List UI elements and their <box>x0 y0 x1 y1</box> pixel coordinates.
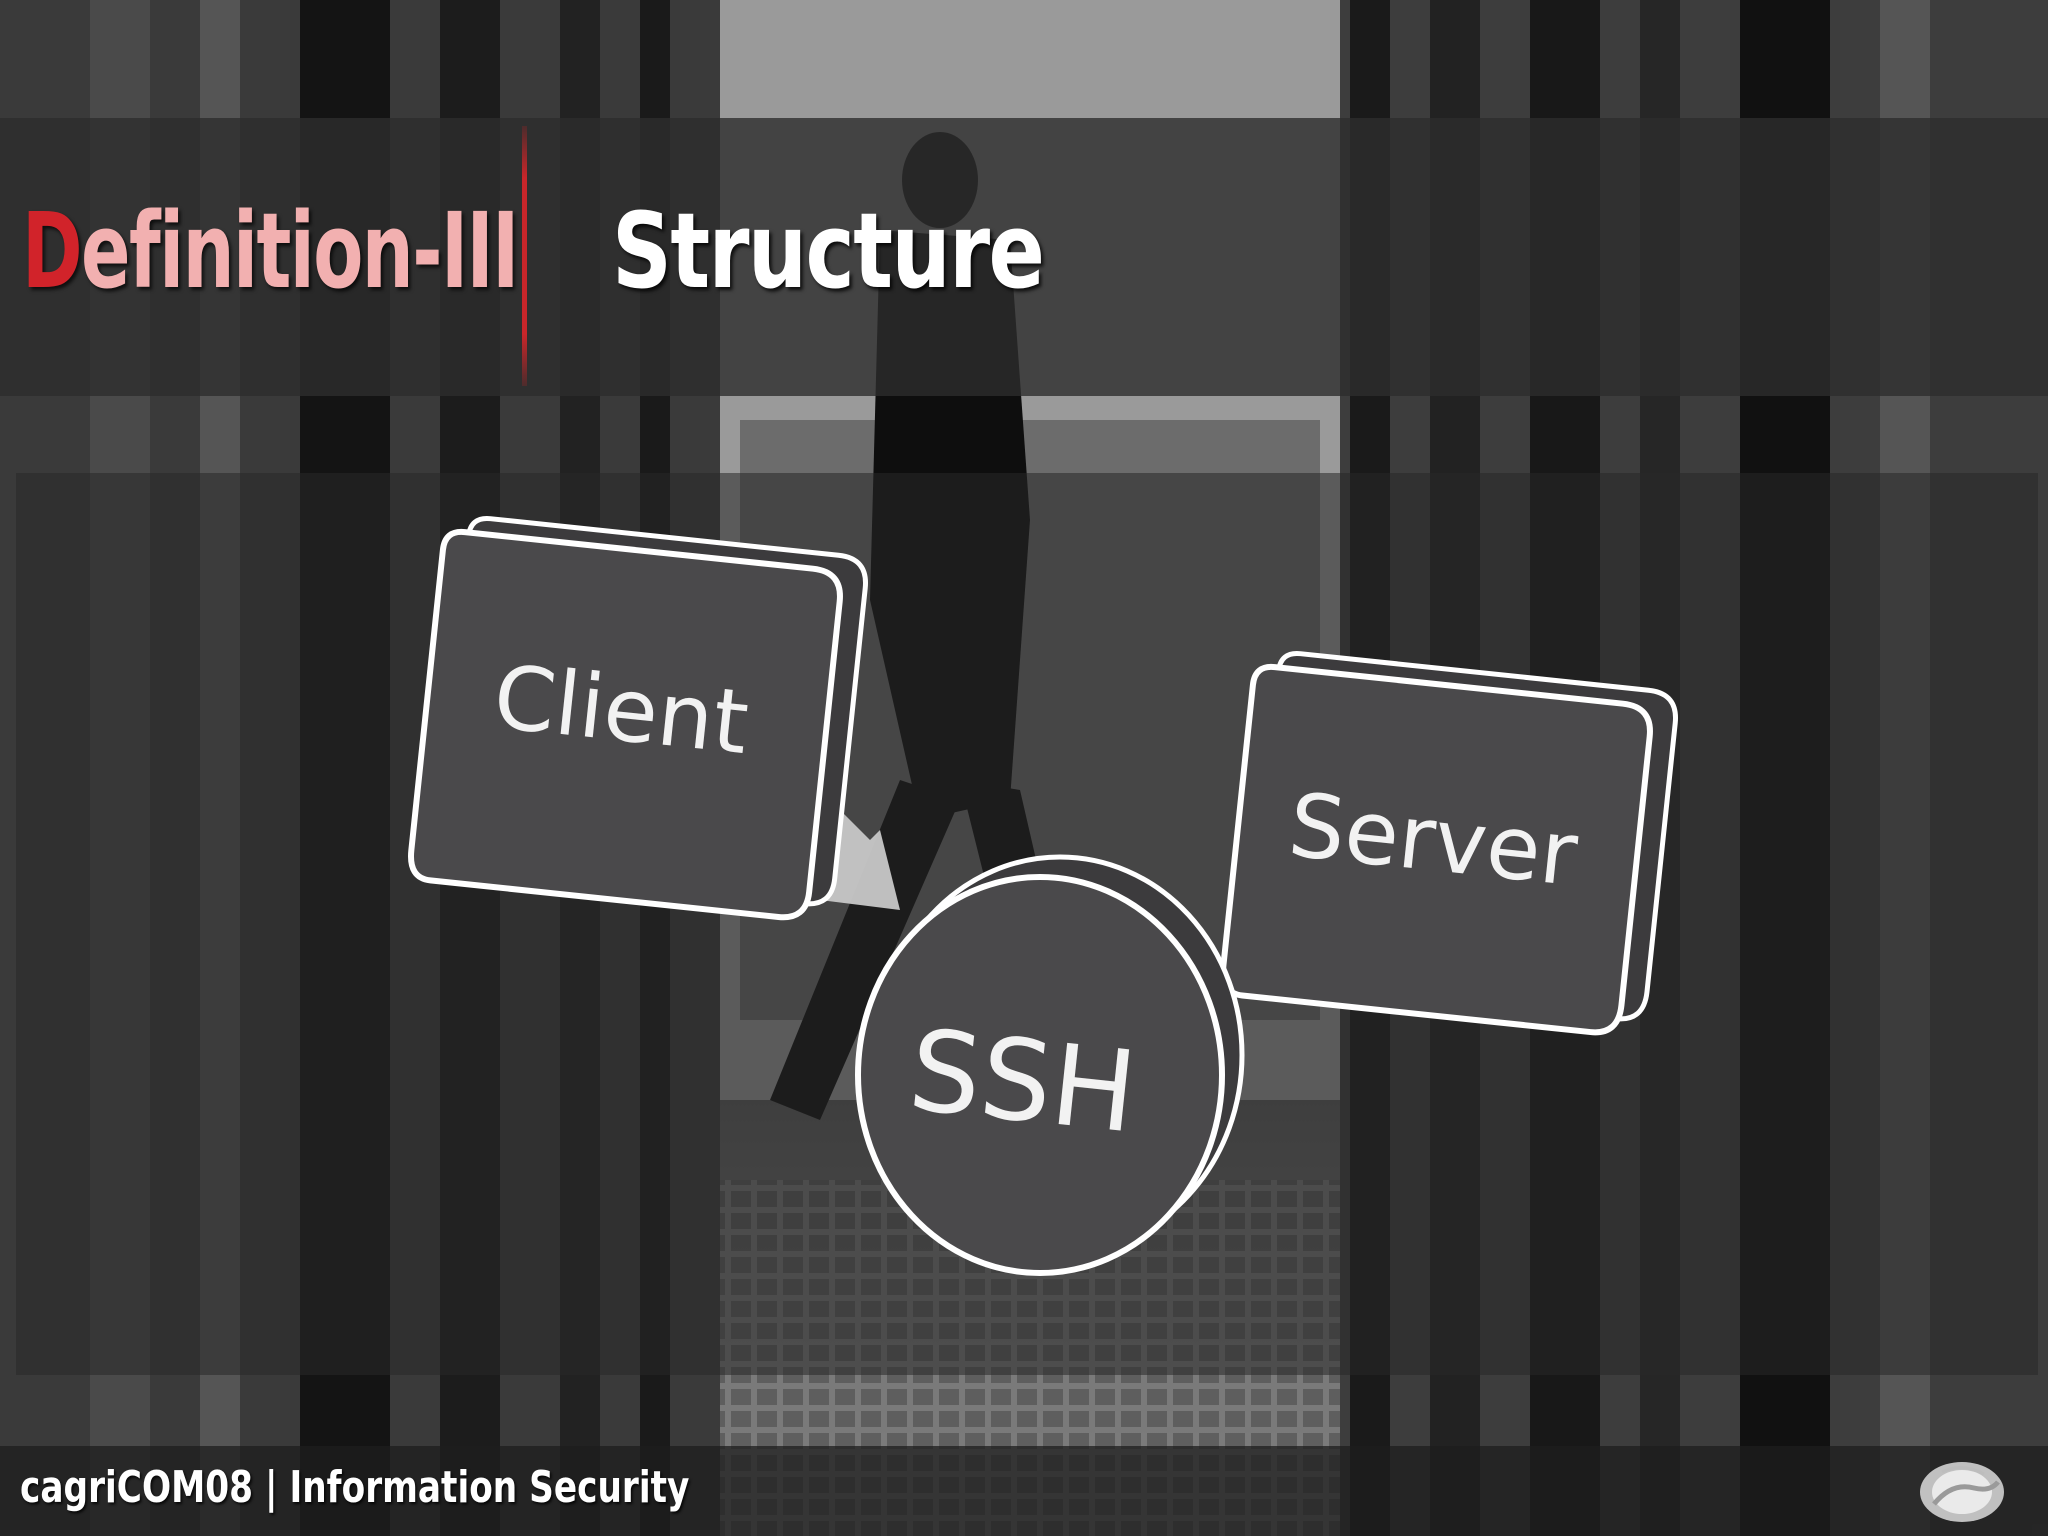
hand-globe-icon <box>1920 1462 2004 1522</box>
title-divider <box>522 126 527 386</box>
footer-separator: | <box>253 1462 290 1513</box>
server-node <box>1220 651 1678 1036</box>
ssh-node <box>855 854 1245 1276</box>
footer-text: cagriCOM08 | Information Security <box>20 1462 689 1513</box>
footer-topic: Information Security <box>289 1462 690 1513</box>
title-first-letter: D <box>22 190 83 312</box>
slide-subtitle: Structure <box>612 190 1045 312</box>
footer-band <box>0 1446 2048 1536</box>
ssh-label: SSH <box>903 1006 1142 1159</box>
footer-author: cagriCOM08 <box>20 1462 254 1513</box>
client-node <box>408 516 868 921</box>
slide-title: Definition-III <box>22 190 519 312</box>
title-band <box>0 118 2048 396</box>
title-rest: efinition-III <box>81 190 519 312</box>
